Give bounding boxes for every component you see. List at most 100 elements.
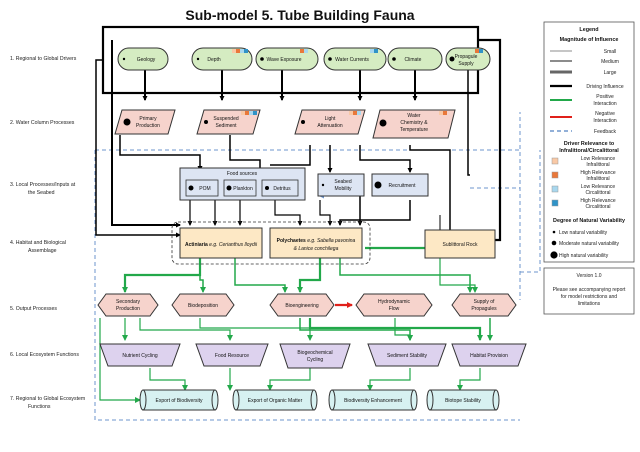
svg-text:& Lanice conchilega: & Lanice conchilega bbox=[294, 246, 339, 252]
svg-text:Hydrodynamic: Hydrodynamic bbox=[378, 299, 410, 305]
legend-magnitude-heading: Magnitude of Influence bbox=[560, 37, 619, 43]
level-labels: 1. Regional to Global Drivers 2. Water C… bbox=[10, 56, 85, 410]
svg-text:Depth: Depth bbox=[207, 57, 221, 63]
svg-text:Interaction: Interaction bbox=[593, 118, 617, 124]
version-label: Version 1.0 bbox=[576, 273, 601, 279]
seabed-nodes: Food sources POM Plankton Detritus Seabe… bbox=[179, 167, 429, 201]
svg-text:Mobility: Mobility bbox=[335, 186, 352, 192]
legend-high-variability-dot bbox=[550, 251, 558, 259]
node-food-sources: Food sources POM Plankton Detritus bbox=[179, 167, 306, 201]
node-seabed-mobility: Seabed Mobility bbox=[317, 173, 365, 197]
svg-text:Bioengineering: Bioengineering bbox=[285, 303, 319, 309]
svg-text:Biodiversity Enhancement: Biodiversity Enhancement bbox=[344, 398, 402, 404]
svg-text:Chemistry &: Chemistry & bbox=[400, 120, 428, 126]
svg-text:Biogeochemical: Biogeochemical bbox=[297, 350, 332, 356]
svg-text:Seabed: Seabed bbox=[334, 179, 351, 185]
svg-text:Polychaetes e.g. Sabella pavon: Polychaetes e.g. Sabella pavonina bbox=[277, 238, 356, 244]
regional-function-nodes: Export of Biodiversity Export of Organic… bbox=[139, 389, 500, 411]
diagram-title: Sub-model 5. Tube Building Fauna bbox=[185, 7, 414, 23]
svg-text:Light: Light bbox=[325, 116, 336, 122]
local-function-nodes: Nutrient Cycling Food Resource Biogeoche… bbox=[99, 343, 527, 369]
level-3-label: 3. Local Processes/Inputs at bbox=[10, 182, 76, 188]
node-light-attenuation: Light Attenuation bbox=[294, 109, 366, 135]
node-nutrient-cycling: Nutrient Cycling bbox=[99, 343, 181, 367]
svg-text:Infralittoral: Infralittoral bbox=[586, 162, 609, 168]
svg-text:Recruitment: Recruitment bbox=[389, 183, 417, 189]
node-biogeochemical-cycling: Biogeochemical Cycling bbox=[279, 343, 351, 369]
node-detritus: Detritus bbox=[261, 179, 299, 197]
node-plankton: Plankton bbox=[223, 179, 257, 197]
legend-high-circalittoral-swatch bbox=[551, 199, 559, 207]
node-geology: Geology bbox=[117, 47, 169, 71]
svg-text:Supply of: Supply of bbox=[474, 299, 495, 305]
svg-text:Medium: Medium bbox=[601, 59, 619, 65]
node-primary-production: Primary Production bbox=[114, 109, 176, 135]
svg-text:Please see accompanying report: Please see accompanying report bbox=[553, 287, 626, 293]
svg-text:Infralittoral/Circalittoral: Infralittoral/Circalittoral bbox=[559, 148, 619, 154]
svg-text:POM: POM bbox=[199, 186, 210, 192]
svg-text:Circalittoral: Circalittoral bbox=[585, 190, 610, 196]
node-habitat-provision: Habitat Provision bbox=[451, 343, 527, 367]
level-4-label: 4. Habitat and Biological bbox=[10, 240, 66, 246]
svg-text:Detritus: Detritus bbox=[273, 186, 291, 192]
svg-text:Large: Large bbox=[604, 70, 617, 76]
svg-text:Sediment Stability: Sediment Stability bbox=[387, 353, 428, 359]
driver-nodes: Geology Depth Wave Exposure Water Curren… bbox=[117, 47, 491, 71]
svg-text:High natural variability: High natural variability bbox=[559, 253, 609, 259]
svg-text:Suspended: Suspended bbox=[213, 116, 239, 122]
node-wave-exposure: Wave Exposure bbox=[255, 47, 319, 71]
node-biotope-stability: Biotope Stability bbox=[426, 389, 500, 411]
svg-text:Propagule: Propagule bbox=[455, 54, 478, 60]
node-sediment-stability: Sediment Stability bbox=[367, 343, 447, 367]
level-7-label-line2: Functions bbox=[28, 404, 51, 410]
svg-text:Climate: Climate bbox=[405, 57, 422, 63]
svg-text:Infralittoral: Infralittoral bbox=[586, 176, 609, 182]
node-actiniaria: Actiniaria e.g. Cerianthus lloydii bbox=[179, 227, 263, 259]
svg-text:Driving Influence: Driving Influence bbox=[586, 84, 623, 90]
positive-interaction-lines bbox=[99, 246, 493, 403]
node-bioengineering: Bioengineering bbox=[269, 293, 335, 317]
svg-text:Wave Exposure: Wave Exposure bbox=[266, 57, 301, 63]
svg-text:Export of Biodiversity: Export of Biodiversity bbox=[156, 398, 203, 404]
node-water-chemistry-temperature: Water Chemistry & Temperature bbox=[372, 109, 456, 139]
assemblage-group-outline bbox=[171, 221, 371, 265]
version-box bbox=[543, 267, 635, 315]
svg-text:Supply: Supply bbox=[458, 61, 474, 67]
svg-text:Plankton: Plankton bbox=[233, 186, 253, 192]
svg-text:Low Relevance: Low Relevance bbox=[581, 184, 615, 190]
svg-text:Positive: Positive bbox=[596, 94, 614, 100]
svg-text:limitations: limitations bbox=[578, 301, 601, 307]
legend-low-infralittoral-swatch bbox=[551, 157, 559, 165]
level-4-label-line2: Assemblage bbox=[28, 248, 57, 254]
legend-low-variability-dot bbox=[552, 230, 556, 234]
svg-text:Flow: Flow bbox=[389, 306, 400, 312]
level-2-label: 2. Water Column Processes bbox=[10, 120, 75, 126]
node-pom: POM bbox=[185, 179, 219, 197]
node-export-of-organic-matter: Export of Organic Matter bbox=[232, 389, 318, 411]
svg-text:Driver Relevance to: Driver Relevance to bbox=[564, 141, 615, 147]
svg-text:Feedback: Feedback bbox=[594, 129, 616, 135]
legend: Legend Magnitude of Influence Small Medi… bbox=[543, 21, 635, 315]
water-column-nodes: Primary Production Suspended Sediment Li… bbox=[114, 109, 456, 139]
svg-text:Geology: Geology bbox=[137, 57, 156, 63]
node-food-resource: Food Resource bbox=[195, 343, 269, 367]
legend-low-circalittoral-swatch bbox=[551, 185, 559, 193]
level-1-label: 1. Regional to Global Drivers bbox=[10, 56, 77, 62]
svg-text:Production: Production bbox=[136, 123, 160, 129]
node-climate: Climate bbox=[387, 47, 443, 71]
node-suspended-sediment: Suspended Sediment bbox=[196, 109, 261, 135]
node-depth: Depth bbox=[191, 47, 253, 71]
legend-high-infralittoral-swatch bbox=[551, 171, 559, 179]
svg-text:Interaction: Interaction bbox=[593, 101, 617, 107]
svg-text:Food Resource: Food Resource bbox=[215, 353, 249, 359]
legend-title: Legend bbox=[579, 27, 598, 33]
svg-text:Food sources: Food sources bbox=[227, 171, 258, 177]
svg-text:Moderate natural variability: Moderate natural variability bbox=[559, 241, 620, 247]
level-6-label: 6. Local Ecosystem Functions bbox=[10, 352, 79, 358]
legend-moderate-variability-dot bbox=[551, 240, 557, 246]
svg-text:Nutrient Cycling: Nutrient Cycling bbox=[122, 353, 158, 359]
node-propagule-supply: Propagule Supply bbox=[445, 47, 491, 71]
feedback-lines bbox=[94, 112, 541, 421]
